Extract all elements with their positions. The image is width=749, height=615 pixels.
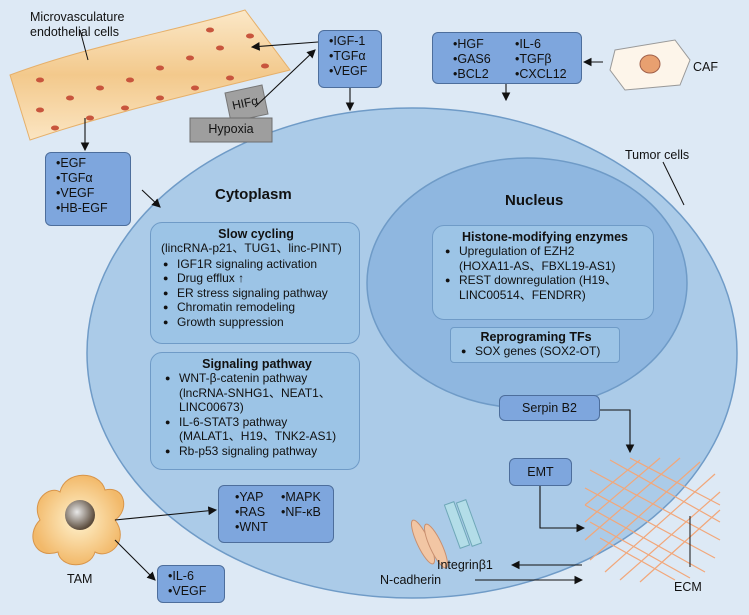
- factor-vegf-2: •VEGF: [56, 186, 95, 200]
- integrin-label: Integrinβ1: [437, 558, 493, 572]
- ncadherin-shape: [410, 519, 449, 569]
- emt-label: EMT: [527, 465, 554, 479]
- ncadherin-label: N-cadherin: [380, 573, 442, 587]
- signaling-item-text: Rb-p53 signaling pathway: [179, 443, 318, 458]
- slow-cycling-subtitle: (lincRNA-p21、TUG1、linc-PINT): [161, 241, 342, 255]
- slow-cycling-item: Chromatin remodeling: [161, 300, 351, 315]
- factor-igf1: •IGF-1: [329, 34, 366, 48]
- ecm-mesh: [584, 457, 721, 583]
- signaling-item: Rb-p53 signaling pathway: [163, 444, 351, 459]
- endothelial-label-line-2: endothelial cells: [30, 25, 119, 39]
- factor-tgfb: •TGFβ: [515, 52, 552, 66]
- histone-panel: Histone-modifying enzymes Upregulation o…: [432, 225, 654, 320]
- hif-tag: [224, 84, 269, 123]
- tam-pathways-box: •YAP •MAPK •RAS •NF-κB •WNT: [218, 485, 334, 543]
- pathway-wnt: •WNT: [235, 520, 268, 534]
- factor-bcl2: •BCL2: [453, 67, 489, 81]
- factor-hgf: •HGF: [453, 37, 484, 51]
- tumor-cells-label: Tumor cells: [625, 148, 690, 162]
- signaling-item-text: WNT-β-catenin pathway: [179, 371, 308, 385]
- histone-item-text: REST downregulation (H19、: [459, 273, 617, 288]
- factor-vegf: •VEGF: [329, 64, 368, 78]
- factor-tgfa-2: •TGFα: [56, 171, 93, 185]
- signaling-item: WNT-β-catenin pathway (lncRNA-SNHG1、NEAT…: [163, 371, 351, 415]
- endothelial-label: Microvasculature endothelial cells: [30, 10, 124, 40]
- pathway-ras: •RAS: [235, 505, 266, 519]
- ecm-label: ECM: [674, 580, 702, 594]
- slow-cycling-panel: Slow cycling (lincRNA-p21、TUG1、linc-PINT…: [150, 222, 360, 344]
- factor-gas6: •GAS6: [453, 52, 491, 66]
- reprog-title: Reprograming TFs: [480, 330, 592, 344]
- slow-cycling-item: Drug efflux ↑: [161, 271, 351, 286]
- slow-cycling-item: Growth suppression: [161, 315, 351, 330]
- caf-factors-box: •HGF •IL-6 •GAS6 •TGFβ •BCL2 •CXCL12: [432, 32, 582, 84]
- signaling-item-text: IL-6-STAT3 pathway: [179, 414, 288, 429]
- endothelial-label-line-1: Microvasculature: [30, 10, 125, 24]
- factor-hb-egf: •HB-EGF: [56, 201, 108, 215]
- signaling-panel: Signaling pathway WNT-β-catenin pathway …: [150, 352, 360, 470]
- signaling-item-text: (MALAT1、H19、TNK2-AS1): [179, 429, 337, 444]
- signaling-item-text: (lncRNA-SNHG1、NEAT1、: [179, 385, 331, 400]
- factor-tgfa: •TGFα: [329, 49, 366, 63]
- serpin-box: Serpin B2: [499, 395, 600, 421]
- factor-cxcl12: •CXCL12: [515, 67, 567, 81]
- factor-egf: •EGF: [56, 156, 87, 170]
- integrin-shape: [443, 499, 483, 549]
- signaling-title: Signaling pathway: [202, 357, 312, 371]
- caf-cell: [609, 39, 691, 91]
- hypoxia-label: Hypoxia: [208, 122, 254, 136]
- hypoxia-box: [189, 117, 273, 143]
- histone-item-text: (HOXA11-AS、FBXL19-AS1): [459, 258, 616, 273]
- tam-factors-box: •IL-6 •VEGF: [157, 565, 225, 603]
- histone-item: Upregulation of EZH2 (HOXA11-AS、FBXL19-A…: [443, 244, 647, 273]
- serpin-label: Serpin B2: [522, 401, 577, 415]
- slow-cycling-title: Slow cycling: [218, 227, 294, 241]
- pathway-nfkb: •NF-κB: [281, 505, 321, 519]
- pathway-yap: •YAP: [235, 490, 264, 504]
- endothelial-factors-box: •EGF •TGFα •VEGF •HB-EGF: [45, 152, 131, 226]
- factor-il6-2: •IL-6: [168, 569, 194, 583]
- tam-cell: [32, 474, 125, 566]
- histone-item: REST downregulation (H19、 LINC00514、FEND…: [443, 273, 647, 302]
- emt-box: EMT: [509, 458, 572, 486]
- blood-vessel: [9, 9, 291, 141]
- reprog-panel: Reprograming TFs SOX genes (SOX2-OT): [450, 327, 620, 363]
- factor-vegf-3: •VEGF: [168, 584, 207, 598]
- caf-label: CAF: [693, 60, 718, 74]
- slow-cycling-item: IGF1R signaling activation: [161, 257, 351, 272]
- reprog-item: SOX genes (SOX2-OT): [459, 344, 613, 359]
- histone-title: Histone-modifying enzymes: [462, 230, 628, 244]
- cytoplasm-title: Cytoplasm: [215, 186, 292, 203]
- histone-item-text: Upregulation of EZH2: [459, 244, 575, 258]
- nucleus-title: Nucleus: [505, 192, 564, 209]
- signaling-item-text: LINC00673): [179, 400, 244, 415]
- slow-cycling-item: ER stress signaling pathway: [161, 286, 351, 301]
- vessel-factors-box: •IGF-1 •TGFα •VEGF: [318, 30, 382, 88]
- signaling-item: IL-6-STAT3 pathway (MALAT1、H19、TNK2-AS1): [163, 415, 351, 444]
- tam-label: TAM: [67, 572, 93, 586]
- factor-il6: •IL-6: [515, 37, 541, 51]
- histone-item-text: LINC00514、FENDRR): [459, 287, 586, 302]
- pathway-mapk: •MAPK: [281, 490, 321, 504]
